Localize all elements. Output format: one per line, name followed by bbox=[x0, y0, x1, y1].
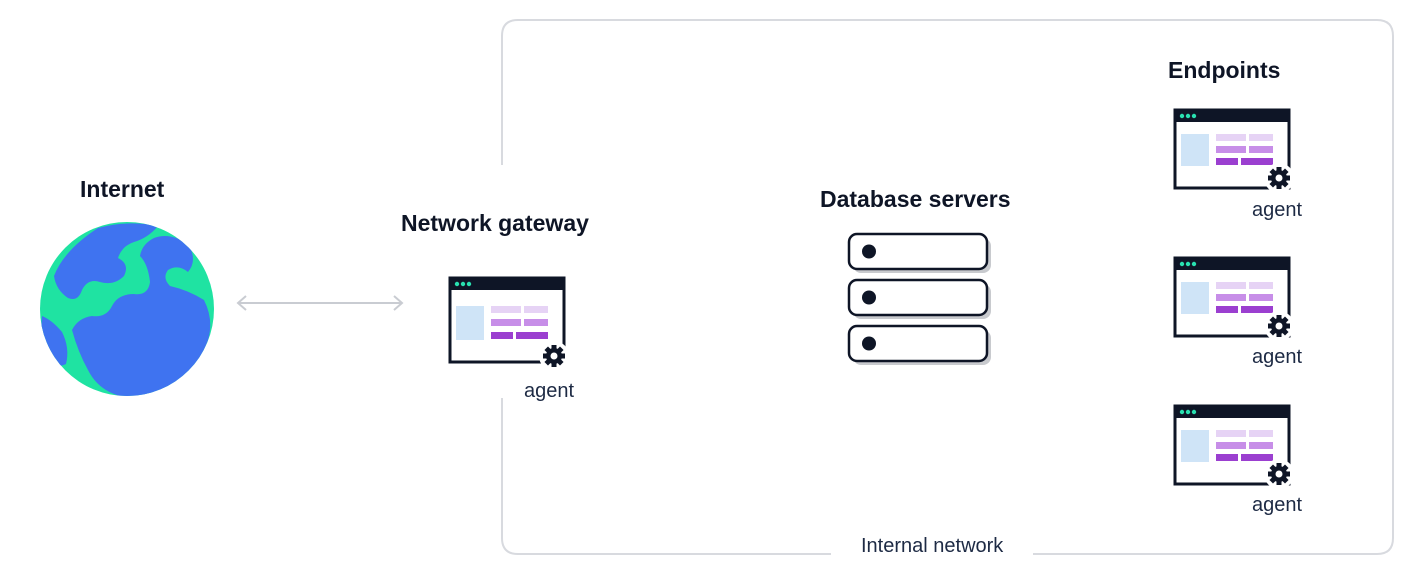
internal-network-label: Internal network bbox=[831, 535, 1034, 558]
endpoint-agent-label: agent bbox=[1252, 346, 1303, 368]
server-stack-icon bbox=[847, 232, 991, 365]
endpoint-agent-label: agent bbox=[1252, 494, 1303, 516]
database-server-stack bbox=[846, 231, 996, 371]
server-unit bbox=[847, 232, 991, 273]
gateway-title: Network gateway bbox=[401, 210, 589, 236]
gateway-agent-label: agent bbox=[524, 380, 575, 402]
endpoint-agent-window bbox=[1169, 254, 1295, 352]
agent-window-icon bbox=[1173, 404, 1294, 489]
endpoint-agent-window bbox=[1169, 106, 1295, 204]
endpoint-agent-label: agent bbox=[1252, 199, 1303, 221]
agent-window-icon bbox=[1173, 108, 1294, 193]
gateway-agent-window bbox=[444, 274, 570, 372]
endpoint-agent-window bbox=[1169, 402, 1295, 500]
server-unit bbox=[847, 324, 991, 365]
globe-icon bbox=[40, 222, 214, 396]
agent-window-icon bbox=[448, 276, 569, 371]
agent-window-icon bbox=[1173, 256, 1294, 341]
server-unit bbox=[847, 278, 991, 319]
internet-title: Internet bbox=[80, 176, 165, 202]
bidirectional-arrow-icon bbox=[236, 295, 404, 311]
database-title: Database servers bbox=[820, 186, 1011, 212]
endpoints-title: Endpoints bbox=[1168, 57, 1281, 83]
